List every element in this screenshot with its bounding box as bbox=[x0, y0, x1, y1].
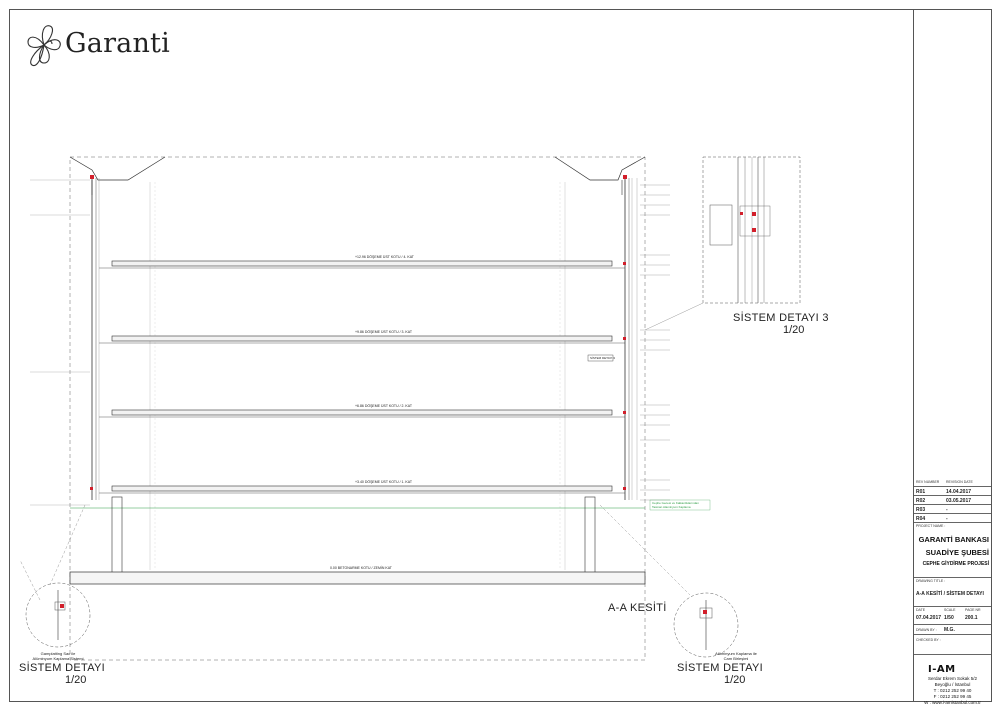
detail-right-note: Alüminyum Kaplama ile Cam Birleşimi bbox=[708, 651, 764, 661]
page-label: PAGE NR bbox=[965, 608, 981, 612]
floor-label-1: +3.40 DÖŞEME ÜST KOTU / 1. KAT bbox=[355, 480, 412, 484]
rev-row-4: R04 - bbox=[914, 513, 991, 522]
iam-logo: I-AM bbox=[928, 664, 956, 675]
address-line1: Serdar Ekrem Sokak 5/2 bbox=[927, 676, 978, 681]
detail-right-note-line2: Cam Birleşimi bbox=[723, 656, 749, 661]
title-block: REV NUMBER REVISION DATE R01 14.04.2017 … bbox=[914, 478, 991, 705]
drawn-by-label: DRAWN BY : bbox=[916, 628, 937, 632]
detail-right-title: SİSTEM DETAYI bbox=[677, 662, 764, 674]
firm-block bbox=[914, 654, 991, 702]
rev-header: REV NUMBER bbox=[916, 480, 940, 484]
rev-4-date: - bbox=[946, 516, 948, 522]
date-scale-row: DATE SCALE PAGE NR 07.04.2017 1/50 200.1 bbox=[914, 606, 991, 621]
rev-row-1: R01 14.04.2017 bbox=[914, 486, 991, 495]
scale-label: SCALE bbox=[944, 608, 956, 612]
garanti-logo-text: Garanti bbox=[65, 28, 170, 59]
project-name-label: PROJECT NAME : bbox=[916, 524, 946, 528]
detail3-title: SİSTEM DETAYI 3 bbox=[733, 312, 829, 324]
garanti-clover-icon bbox=[27, 25, 61, 67]
detail-left-scale: 1/20 bbox=[65, 674, 87, 686]
address-line2: Beyoğlu / İstanbul bbox=[934, 682, 971, 687]
drawing-title-block: DRAWING TITLE : A-A KESİTİ / SİSTEM DETA… bbox=[914, 577, 991, 603]
detail-tag-label: SİSTEM DETAYI 3 bbox=[590, 356, 615, 360]
detail-left-title: SİSTEM DETAYI bbox=[19, 662, 106, 674]
drawing-title-label: DRAWING TITLE : bbox=[916, 579, 946, 583]
floor-label-4: +12.96 DÖŞEME ÜST KOTU / 4. KAT bbox=[355, 255, 414, 259]
floor-label-ground: 0.00 BETONARME KOTU / ZEMİN KAT bbox=[330, 566, 392, 570]
checked-by-row: CHECKED BY : bbox=[914, 634, 991, 644]
detail-right-scale: 1/20 bbox=[724, 674, 746, 686]
detail3-scale: 1/20 bbox=[783, 324, 805, 336]
rev-3-date: - bbox=[946, 507, 948, 513]
rev-3: R03 bbox=[916, 507, 926, 513]
sheet-frame bbox=[9, 9, 992, 702]
rev-2-date: 03.05.2017 bbox=[946, 498, 972, 504]
rev-4: R04 bbox=[916, 516, 926, 522]
date-header: REVISION DATE bbox=[946, 480, 973, 484]
drawing-title: A-A KESİTİ / SİSTEM DETAYI bbox=[916, 591, 984, 597]
floor-label-2: +6.86 DÖŞEME ÜST KOTU / 2. KAT bbox=[355, 404, 412, 408]
green-note: Cephe Gecesi ve Kalkanlıklarından Tasina… bbox=[652, 501, 699, 509]
rev-2: R02 bbox=[916, 498, 926, 504]
fax: F : 0212 252 99 45 bbox=[933, 694, 972, 699]
web: W : www.i-amistanbul.com.tr bbox=[924, 700, 981, 705]
date-value: 07.04.2017 bbox=[916, 615, 942, 621]
client-line1: GARANTİ BANKASI bbox=[918, 535, 989, 544]
checked-by-label: CHECKED BY : bbox=[916, 638, 941, 642]
project-block: PROJECT NAME : GARANTİ BANKASI SUADİYE Ş… bbox=[914, 522, 991, 570]
floor-label-3: +9.86 DÖŞEME ÜST KOTU / 3. KAT bbox=[355, 330, 412, 334]
date-label: DATE bbox=[916, 608, 926, 612]
firm-address: Serdar Ekrem Sokak 5/2 Beyoğlu / İstanbu… bbox=[916, 676, 989, 700]
green-note-line2: Tasinan Alaminyum Kaplama bbox=[652, 505, 691, 509]
detail-right-note-line1: Alüminyum Kaplama ile bbox=[715, 651, 757, 656]
detail-left-note-line1: Gamplatting Sac ile bbox=[40, 651, 76, 656]
title-block-divider bbox=[913, 9, 914, 702]
rev-header-row: REV NUMBER REVISION DATE bbox=[914, 478, 991, 486]
page-value: 200.1 bbox=[965, 615, 978, 621]
project-line: CEPHE GİYDİRME PROJESİ bbox=[922, 561, 989, 567]
rev-1: R01 bbox=[916, 489, 926, 495]
drawn-by-row: DRAWN BY : M.G. bbox=[914, 624, 991, 634]
rev-row-3: R03 - bbox=[914, 504, 991, 513]
detail-left-note: Gamplatting Sac ile Alüminyum Kaplama Si… bbox=[30, 651, 86, 661]
phone: T : 0212 252 99 40 bbox=[933, 688, 972, 693]
scale-value: 1/50 bbox=[944, 615, 954, 621]
rev-row-2: R02 03.05.2017 bbox=[914, 495, 991, 504]
section-title: A-A KESİTİ bbox=[608, 602, 667, 614]
green-note-line1: Cephe Gecesi ve Kalkanlıklarından bbox=[652, 501, 699, 505]
detail-left-note-line2: Alüminyum Kaplama Sistemi bbox=[32, 656, 84, 661]
client-line2: SUADİYE ŞUBESİ bbox=[925, 548, 989, 557]
rev-1-date: 14.04.2017 bbox=[946, 489, 972, 495]
drawn-by-value: M.G. bbox=[944, 627, 955, 633]
